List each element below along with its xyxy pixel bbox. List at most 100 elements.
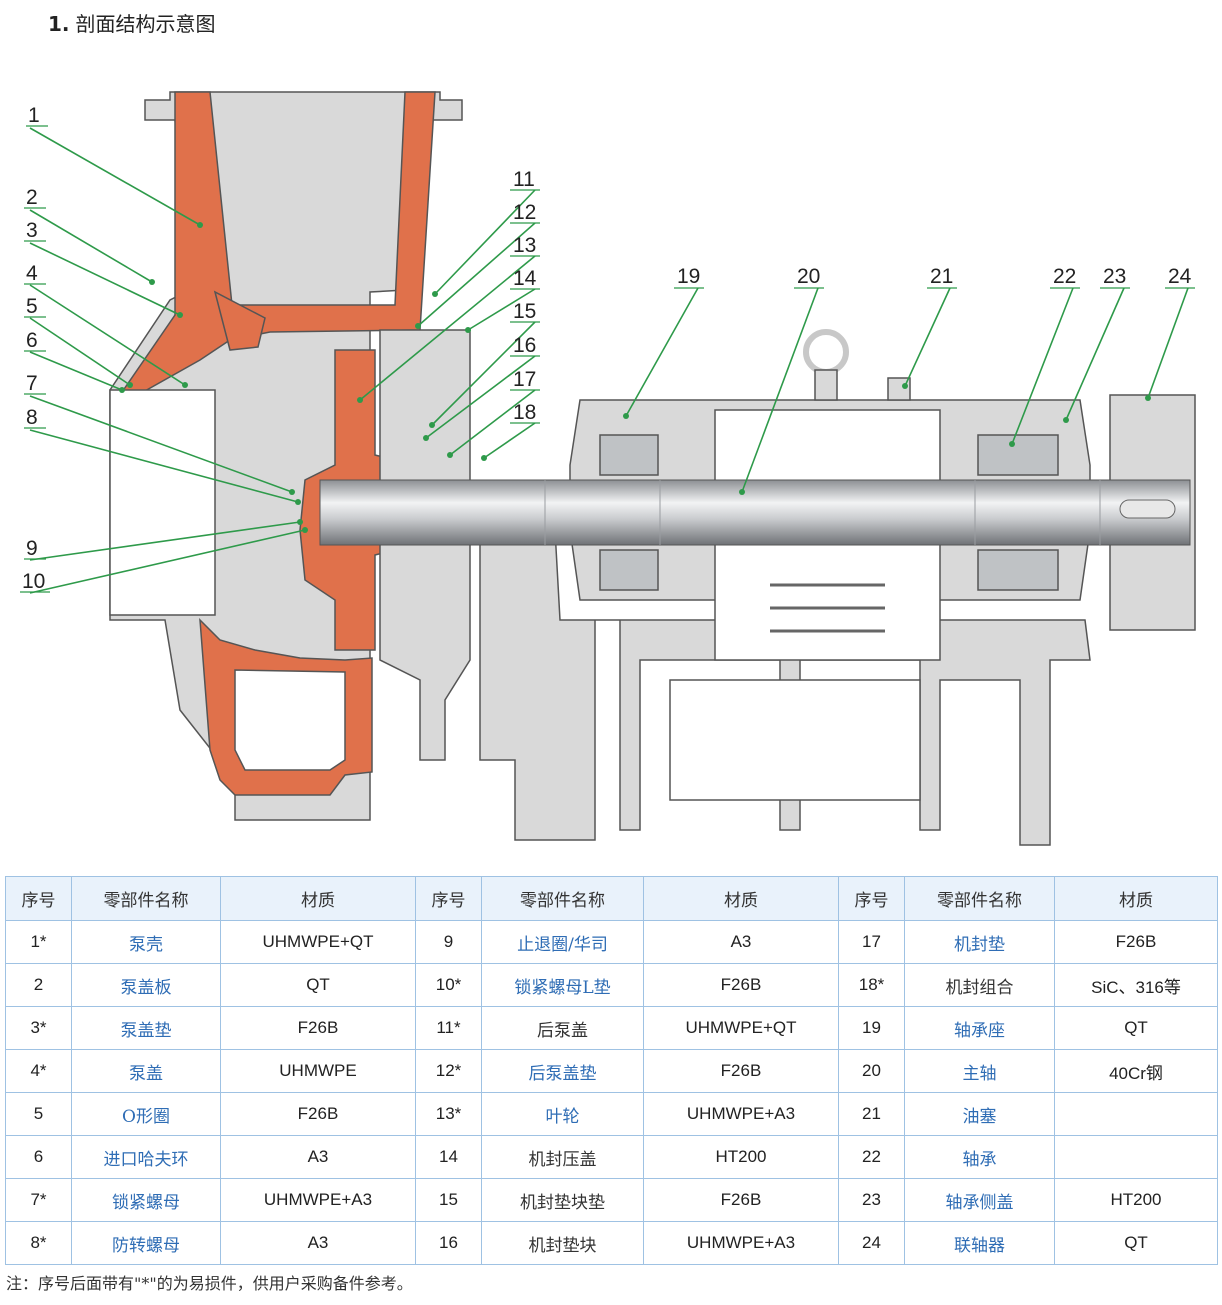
callout-11: 11 (513, 168, 535, 191)
part-number-cell: 11* (415, 1006, 482, 1050)
callout-1: 1 (28, 104, 40, 127)
part-number-cell: 8* (5, 1221, 72, 1265)
part-name-link[interactable]: 轴承座 (904, 1006, 1055, 1050)
part-name-link[interactable]: 止退圈/华司 (481, 920, 644, 964)
part-number-cell: 17 (838, 920, 905, 964)
part-number-cell: 2 (5, 963, 72, 1007)
callout-15: 15 (513, 300, 536, 323)
part-number-cell: 10* (415, 963, 482, 1007)
part-number-cell: 16 (415, 1221, 482, 1265)
part-number-cell: 1* (5, 920, 72, 964)
part-name-link[interactable]: 主轴 (904, 1049, 1055, 1093)
material-cell: F26B (643, 963, 839, 1007)
spring (770, 583, 885, 633)
header-cell: 零部件名称 (71, 876, 221, 921)
callout-13: 13 (513, 234, 536, 257)
callout-7: 7 (26, 372, 38, 395)
header-cell: 材质 (1054, 876, 1218, 921)
header-cell: 序号 (838, 876, 905, 921)
material-cell: F26B (1054, 920, 1218, 964)
main-shaft (319, 479, 1191, 546)
callout-10: 10 (22, 570, 45, 593)
callout-16: 16 (513, 334, 536, 357)
part-number-cell: 22 (838, 1135, 905, 1179)
part-name-cell: 机封压盖 (481, 1135, 644, 1179)
pump-section-diagram: 1 2 3 4 5 6 7 8 9 10 11 12 13 14 15 16 1… (20, 91, 1196, 846)
part-name-cell: 机封垫块垫 (481, 1178, 644, 1222)
part-number-cell: 6 (5, 1135, 72, 1179)
part-name-cell: 后泵盖 (481, 1006, 644, 1050)
shaft-highlights (544, 480, 1101, 545)
callout-14: 14 (513, 267, 537, 290)
material-cell: F26B (220, 1092, 416, 1136)
parts-table: 序号 零部件名称 材质 序号 零部件名称 材质 序号 零部件名称 材质 1*泵壳… (5, 876, 1218, 1265)
part-number-cell: 9 (415, 920, 482, 964)
material-cell: UHMWPE (220, 1049, 416, 1093)
material-cell: A3 (220, 1135, 416, 1179)
part-number-cell: 13* (415, 1092, 482, 1136)
part-name-link[interactable]: 油塞 (904, 1092, 1055, 1136)
part-name-link[interactable]: 泵盖板 (71, 963, 221, 1007)
callout-24: 24 (1168, 265, 1192, 288)
part-number-cell: 21 (838, 1092, 905, 1136)
header-cell: 零部件名称 (904, 876, 1055, 921)
part-name-link[interactable]: O形圈 (71, 1092, 221, 1136)
header-cell: 材质 (643, 876, 839, 921)
part-name-link[interactable]: 轴承侧盖 (904, 1178, 1055, 1222)
callout-3: 3 (26, 219, 38, 242)
part-name-link[interactable]: 防转螺母 (71, 1221, 221, 1265)
material-cell: F26B (643, 1049, 839, 1093)
title-number: 1. (48, 12, 70, 36)
material-cell: A3 (220, 1221, 416, 1265)
part-name-cell: 机封垫块 (481, 1221, 644, 1265)
callout-21: 21 (930, 265, 953, 288)
callout-12: 12 (513, 201, 536, 224)
material-cell: F26B (220, 1006, 416, 1050)
material-cell: UHMWPE+QT (220, 920, 416, 964)
part-name-link[interactable]: 后泵盖垫 (481, 1049, 644, 1093)
part-number-cell: 7* (5, 1178, 72, 1222)
title-text: 剖面结构示意图 (75, 12, 216, 36)
part-number-cell: 18* (838, 963, 905, 1007)
part-name-link[interactable]: 叶轮 (481, 1092, 644, 1136)
material-cell: UHMWPE+A3 (643, 1092, 839, 1136)
material-cell: UHMWPE+A3 (220, 1178, 416, 1222)
pump-casing (109, 91, 1196, 846)
part-name-link[interactable]: 锁紧螺母L垫 (481, 963, 644, 1007)
callout-20: 20 (797, 265, 820, 288)
part-name-link[interactable]: 锁紧螺母 (71, 1178, 221, 1222)
part-name-link[interactable]: 机封垫 (904, 920, 1055, 964)
part-name-link[interactable]: 联轴器 (904, 1221, 1055, 1265)
material-cell: A3 (643, 920, 839, 964)
part-number-cell: 14 (415, 1135, 482, 1179)
callout-9: 9 (26, 537, 38, 560)
leader-lines (29, 127, 1189, 594)
part-number-cell: 3* (5, 1006, 72, 1050)
material-cell: SiC、316等 (1054, 963, 1218, 1007)
table-header-row: 序号 零部件名称 材质 序号 零部件名称 材质 序号 零部件名称 材质 (5, 876, 1218, 921)
part-number-cell: 4* (5, 1049, 72, 1093)
part-number-cell: 24 (838, 1221, 905, 1265)
material-cell: HT200 (1054, 1178, 1218, 1222)
part-number-cell: 20 (838, 1049, 905, 1093)
part-name-link[interactable]: 泵壳 (71, 920, 221, 964)
part-name-cell: 机封组合 (904, 963, 1055, 1007)
material-cell (1054, 1135, 1218, 1179)
footnote: 注：序号后面带有"*"的为易损件，供用户采购备件参考。 (6, 1274, 413, 1293)
part-name-link[interactable]: 泵盖 (71, 1049, 221, 1093)
callout-4: 4 (26, 262, 38, 285)
callout-5: 5 (26, 295, 38, 318)
header-cell: 序号 (415, 876, 482, 921)
part-name-link[interactable]: 泵盖垫 (71, 1006, 221, 1050)
page-title: 1.剖面结构示意图 (48, 8, 216, 37)
part-number-cell: 15 (415, 1178, 482, 1222)
material-cell: QT (1054, 1221, 1218, 1265)
callout-23: 23 (1103, 265, 1126, 288)
part-name-link[interactable]: 轴承 (904, 1135, 1055, 1179)
material-cell: F26B (643, 1178, 839, 1222)
material-cell: UHMWPE+QT (643, 1006, 839, 1050)
part-name-link[interactable]: 进口哈夫环 (71, 1135, 221, 1179)
